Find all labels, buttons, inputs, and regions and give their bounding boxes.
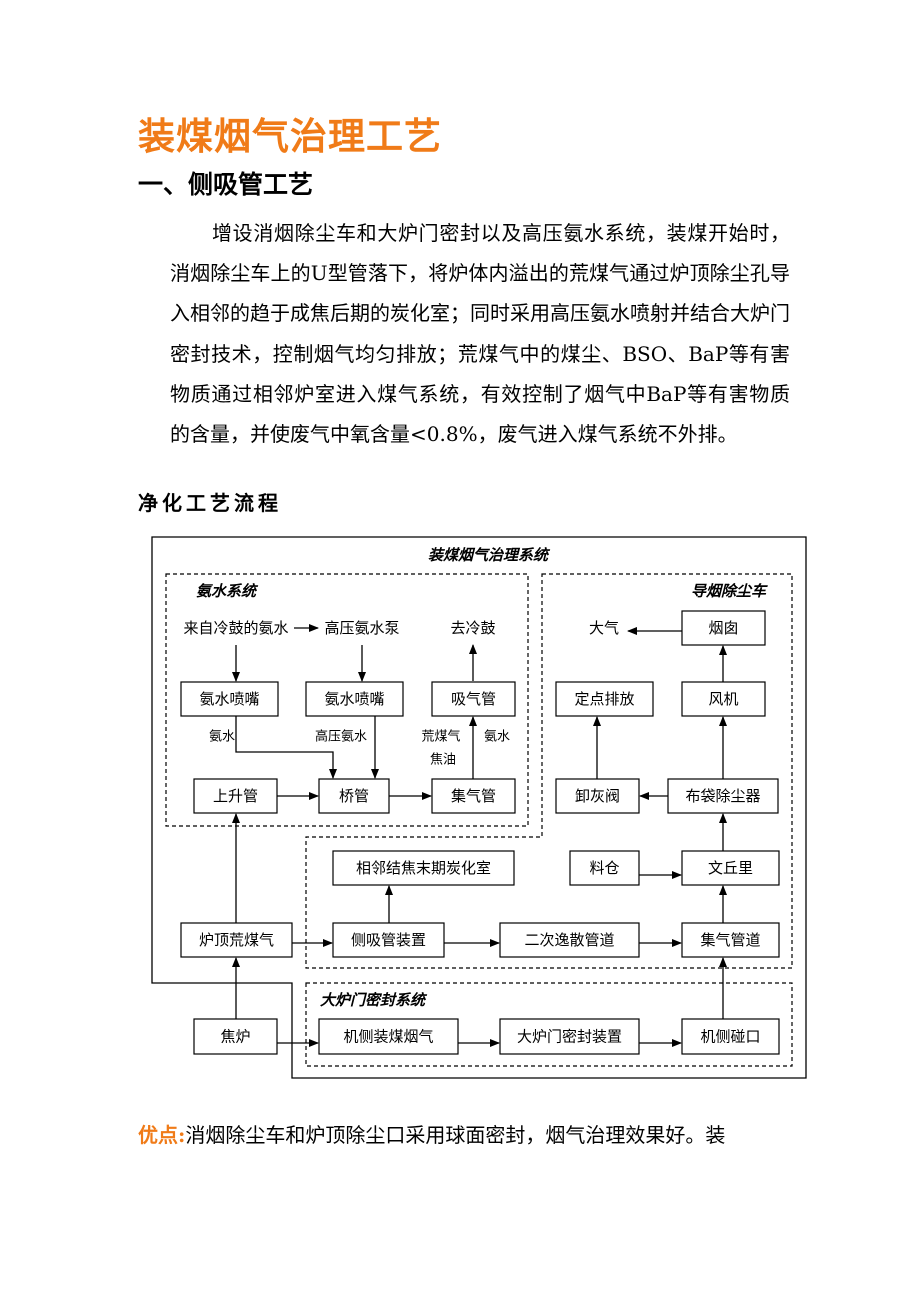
door-seal-section — [305, 982, 793, 1067]
from-drum-text: 来自冷鼓的氨水 — [183, 619, 288, 637]
label-hp-ammonia: 高压氨水 — [315, 729, 367, 745]
arrow-nozzle1-to-bridge — [235, 716, 337, 779]
svg-text:吸气管: 吸气管 — [451, 690, 496, 708]
page-title: 装煤烟气治理工艺 — [138, 114, 442, 158]
advantage-label: 优点: — [138, 1123, 186, 1147]
venturi-box: 文丘里 — [681, 850, 780, 886]
nozzle1-box: 氨水喷嘴 — [180, 681, 279, 717]
to-drum-text: 去冷鼓 — [450, 619, 495, 637]
collector-box: 集气管 — [431, 778, 516, 814]
section-heading: 一、侧吸管工艺 — [138, 170, 314, 199]
svg-text:桥管: 桥管 — [339, 787, 369, 805]
advantage-text: 消烟除尘车和炉顶除尘口采用球面密封，烟气治理效果好。装 — [185, 1123, 726, 1147]
system-title: 装煤烟气治理系统 — [428, 546, 551, 564]
svg-text:氨水喷嘴: 氨水喷嘴 — [324, 690, 384, 708]
flow-heading: 净化工艺流程 — [138, 491, 282, 515]
svg-text:定点排放: 定点排放 — [574, 690, 634, 708]
ammonia-section — [165, 573, 529, 827]
svg-text:烟囱: 烟囱 — [708, 619, 738, 637]
door-device-box: 大炉门密封装置 — [499, 1018, 640, 1055]
label-crude-gas: 荒煤气 — [421, 729, 460, 745]
svg-text:机侧碰口: 机侧碰口 — [700, 1028, 760, 1046]
advantage-line: 优点:消烟除尘车和炉顶除尘口采用球面密封，烟气治理效果好。装 — [138, 1118, 798, 1152]
riser-box: 上升管 — [193, 778, 278, 814]
machine-mouth-box: 机侧碰口 — [681, 1018, 780, 1055]
oven-box: 焦炉 — [193, 1018, 278, 1055]
dust-car-section — [305, 573, 793, 969]
svg-text:卸灰阀: 卸灰阀 — [575, 787, 620, 805]
side-suction-box: 侧吸管装置 — [332, 922, 445, 958]
fan-box: 风机 — [681, 681, 766, 717]
svg-text:料仓: 料仓 — [589, 859, 619, 877]
adjacent-chamber-box: 相邻结焦末期炭化室 — [332, 850, 515, 886]
fixed-discharge-box: 定点排放 — [555, 681, 654, 717]
svg-text:机侧装煤烟气: 机侧装煤烟气 — [343, 1028, 433, 1046]
svg-text:炉顶荒煤气: 炉顶荒煤气 — [199, 931, 274, 949]
svg-text:氨水喷嘴: 氨水喷嘴 — [199, 690, 259, 708]
svg-text:文丘里: 文丘里 — [708, 859, 753, 877]
chimney-box: 烟囱 — [681, 610, 766, 646]
svg-text:集气管: 集气管 — [451, 787, 496, 805]
suction-box: 吸气管 — [431, 681, 516, 717]
svg-text:侧吸管装置: 侧吸管装置 — [351, 931, 426, 949]
svg-text:集气管道: 集气管道 — [700, 931, 760, 949]
svg-text:布袋除尘器: 布袋除尘器 — [685, 787, 760, 805]
svg-text:相邻结焦末期炭化室: 相邻结焦末期炭化室 — [356, 859, 491, 877]
baghouse-box: 布袋除尘器 — [667, 778, 779, 814]
svg-text:二次逸散管道: 二次逸散管道 — [524, 931, 614, 949]
secondary-pipe-box: 二次逸散管道 — [499, 922, 640, 958]
svg-text:大炉门密封装置: 大炉门密封装置 — [517, 1028, 622, 1046]
ammonia-section-label: 氨水系统 — [196, 582, 259, 600]
svg-text:上升管: 上升管 — [213, 787, 258, 805]
label-ammonia: 氨水 — [209, 730, 235, 745]
atmosphere-text: 大气 — [589, 619, 619, 637]
top-gas-box: 炉顶荒煤气 — [180, 922, 293, 958]
nozzle2-box: 氨水喷嘴 — [305, 681, 404, 717]
svg-text:风机: 风机 — [708, 690, 738, 708]
door-seal-section-label: 大炉门密封系统 — [320, 991, 428, 1009]
dust-car-section-label: 导烟除尘车 — [691, 582, 768, 600]
machine-smoke-box: 机侧装煤烟气 — [318, 1018, 459, 1055]
ash-valve-box: 卸灰阀 — [555, 778, 640, 814]
label-ammonia2: 氨水 — [484, 730, 510, 745]
hp-pump-text: 高压氨水泵 — [324, 619, 399, 637]
system-frame — [151, 536, 807, 1079]
gas-pipe-box: 集气管道 — [681, 922, 780, 958]
label-tar: 焦油 — [430, 753, 456, 768]
svg-text:焦炉: 焦炉 — [220, 1028, 250, 1046]
silo-box: 料仓 — [569, 850, 640, 886]
bridge-box: 桥管 — [318, 778, 390, 814]
section-paragraph: 增设消烟除尘车和大炉门密封以及高压氨水系统，装煤开始时，消烟除尘车上的U型管落下… — [170, 221, 790, 447]
